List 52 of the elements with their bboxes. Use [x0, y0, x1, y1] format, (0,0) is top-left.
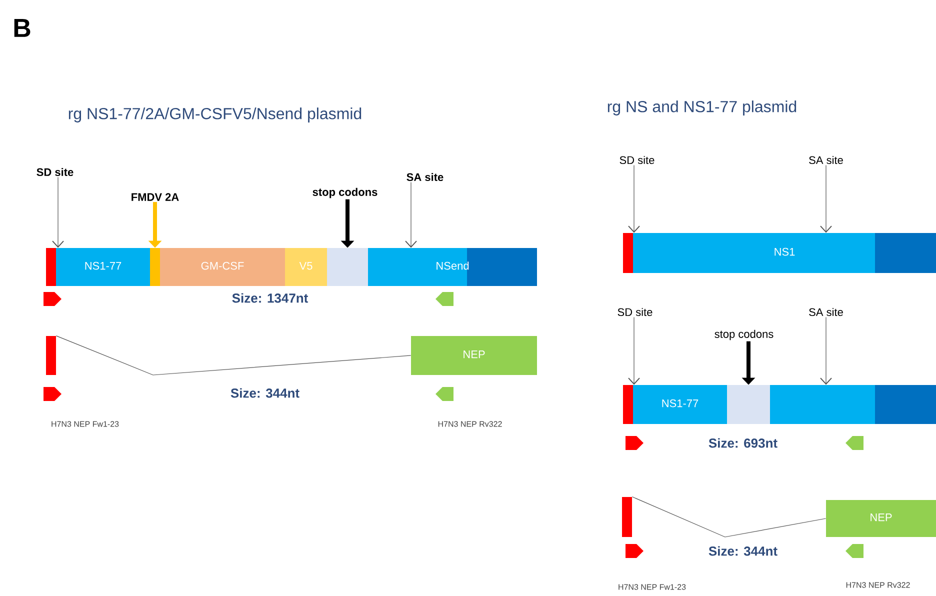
primer-symbol — [626, 544, 644, 558]
gene-segment — [327, 248, 368, 286]
panel-title: rg NS and NS1-77 plasmid — [608, 100, 796, 116]
splice-line — [56, 335, 412, 376]
gene-segment — [622, 496, 632, 537]
size-label: Size: 1347nt — [232, 293, 308, 303]
site-label: SD site — [618, 308, 652, 316]
primer-name: H7N3 NEP Fw1-23 — [618, 584, 686, 590]
primer-symbol — [436, 292, 454, 306]
size-label: Size: 344nt — [230, 388, 300, 398]
gene-segment — [727, 384, 770, 424]
splice-line — [632, 496, 826, 538]
leader-line — [820, 164, 832, 233]
gene-segment: NS1-77 — [633, 384, 727, 424]
leader-line — [405, 182, 417, 248]
gene-segment: GM-CSF — [160, 248, 285, 286]
primer-symbol — [44, 292, 62, 306]
leader-line — [628, 316, 640, 385]
primer-symbol — [846, 436, 864, 450]
gene-segment: V5 — [285, 248, 327, 286]
gene-segment: NEP — [826, 500, 936, 537]
site-label: SD site — [36, 168, 74, 176]
site-label: stop codons — [312, 188, 378, 198]
primer-name: H7N3 NEP Fw1-23 — [52, 421, 119, 427]
gene-segment — [46, 336, 56, 375]
site-label: FMDV 2A — [132, 193, 179, 201]
primer-symbol — [436, 386, 454, 401]
gene-segment — [46, 248, 56, 286]
primer-symbol — [44, 386, 62, 401]
leader-line — [52, 176, 64, 248]
primer-name: H7N3 NEP Rv322 — [846, 582, 910, 588]
gene-segment: NSend — [368, 248, 537, 286]
leader-line — [820, 316, 832, 385]
gene-segment — [770, 384, 936, 424]
panel-letter: B — [14, 19, 30, 37]
site-label: SA site — [809, 156, 843, 164]
gene-segment — [623, 384, 633, 424]
panel-title: rg NS1-77/2A/GM-CSFV5/Nsend plasmid — [68, 108, 362, 122]
site-label: SD site — [620, 156, 654, 164]
gene-segment: NS1 — [633, 232, 936, 273]
site-label: SA site — [406, 172, 444, 182]
leader-line — [628, 164, 640, 233]
primer-symbol — [846, 544, 864, 558]
site-label: stop codons — [714, 330, 774, 340]
gene-segment: NEP — [411, 336, 537, 375]
primer-symbol — [626, 436, 644, 450]
gene-segment — [623, 232, 633, 273]
size-label: Size: 693nt — [708, 438, 778, 448]
primer-name: H7N3 NEP Rv322 — [438, 421, 502, 427]
site-label: SA site — [809, 308, 843, 316]
size-label: Size: 344nt — [708, 546, 778, 556]
gene-segment: NS1-77 — [56, 248, 150, 286]
